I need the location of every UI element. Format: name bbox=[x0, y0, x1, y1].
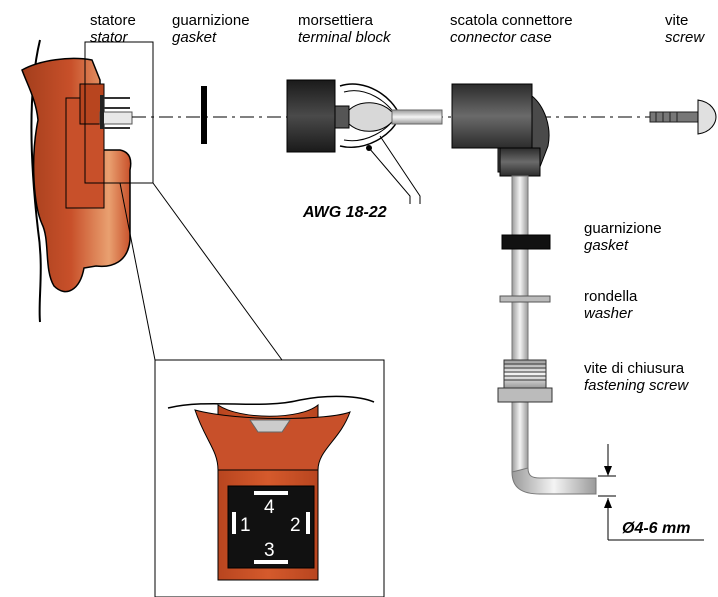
gasket-top bbox=[201, 86, 207, 144]
label-gasket-top-en: gasket bbox=[172, 29, 217, 46]
label-terminal-block: morsettiera terminal block bbox=[298, 12, 391, 46]
pin-1-label: 1 bbox=[240, 515, 251, 536]
label-terminal-block-it: morsettiera bbox=[298, 12, 374, 29]
terminal-block bbox=[286, 79, 443, 204]
connector-case bbox=[451, 83, 550, 177]
label-stator-en: stator bbox=[90, 29, 128, 46]
label-connector-case-en: connector case bbox=[450, 29, 552, 46]
cable bbox=[511, 175, 597, 495]
washer bbox=[499, 295, 551, 303]
pin-4-label: 4 bbox=[264, 497, 275, 518]
label-stator-it: statore bbox=[90, 12, 136, 29]
label-washer-it: rondella bbox=[584, 288, 638, 305]
label-washer-en: washer bbox=[584, 305, 633, 322]
pin-2-label: 2 bbox=[290, 515, 301, 536]
label-stator: statore stator bbox=[90, 12, 136, 46]
label-fastening-screw-it: vite di chiusura bbox=[584, 360, 685, 377]
label-terminal-block-en: terminal block bbox=[298, 29, 391, 46]
pin-3-label: 3 bbox=[264, 540, 275, 561]
wire-gauge-callout: AWG 18-22 bbox=[303, 204, 387, 221]
gasket-side bbox=[501, 234, 551, 250]
label-connector-case-it: scatola connettore bbox=[450, 12, 573, 29]
label-screw-it: vite bbox=[665, 12, 689, 29]
diameter-dimension bbox=[598, 444, 704, 541]
zoom-line-right bbox=[152, 182, 283, 361]
zoom-box bbox=[84, 41, 154, 184]
fastening-screw bbox=[497, 359, 553, 403]
label-gasket-side-it: guarnizione bbox=[584, 220, 662, 237]
label-gasket-side: guarnizione gasket bbox=[584, 220, 662, 254]
label-fastening-screw: vite di chiusura fastening screw bbox=[584, 360, 718, 394]
zoom-line-left bbox=[119, 182, 156, 361]
label-gasket-side-en: gasket bbox=[584, 237, 629, 254]
label-screw-en: screw bbox=[665, 29, 705, 46]
stator bbox=[21, 39, 133, 323]
label-connector-case: scatola connettore connector case bbox=[450, 12, 573, 46]
label-screw: vite screw bbox=[665, 12, 704, 46]
label-gasket-top: guarnizione gasket bbox=[172, 12, 250, 46]
stator-detail: 1 2 3 4 bbox=[167, 395, 375, 581]
cable-diameter-callout: Ø4-6 mm bbox=[622, 520, 691, 537]
label-fastening-screw-en: fastening screw bbox=[584, 377, 689, 394]
label-gasket-top-it: guarnizione bbox=[172, 12, 250, 29]
screw bbox=[649, 99, 717, 135]
label-washer: rondella washer bbox=[584, 288, 637, 322]
